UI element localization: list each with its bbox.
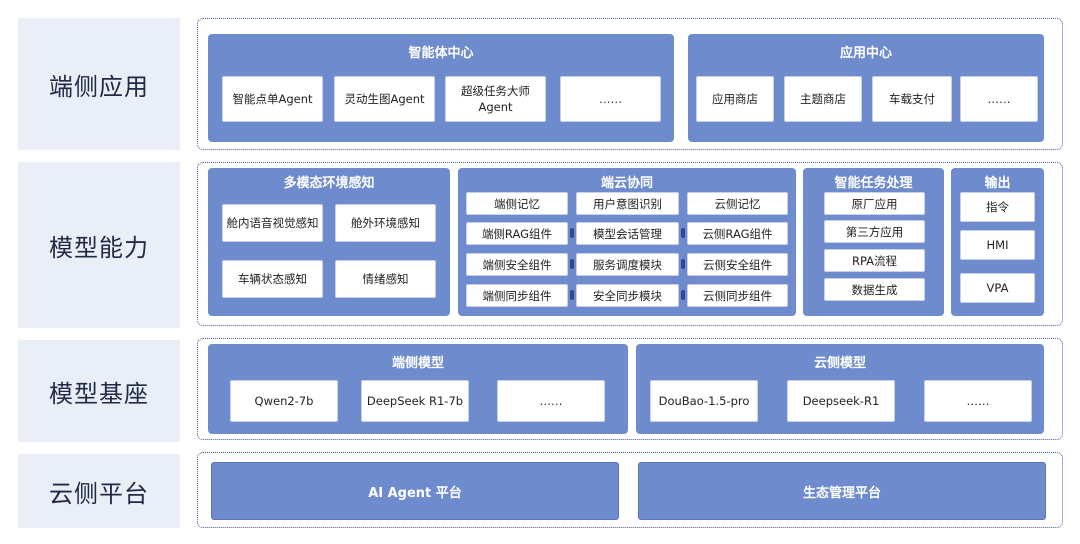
connector-right-2 — [681, 259, 685, 269]
output-title: 输出 — [984, 176, 1011, 191]
model-card-edge-more: …… — [497, 380, 605, 422]
edge-cloud-title: 端云协同 — [600, 176, 653, 191]
ai-agent-platform: AI Agent 平台 — [211, 462, 619, 520]
connector-right-3 — [681, 290, 685, 300]
cloud-model-title: 云侧模型 — [813, 356, 866, 371]
agent-center-title: 智能体中心 — [408, 46, 474, 61]
edge-sync: 端侧同步组件 — [466, 284, 568, 307]
cloud-security: 云侧安全组件 — [687, 253, 788, 276]
agent-card-image-gen: 灵动生图Agent — [334, 76, 435, 122]
edge-rag: 端侧RAG组件 — [466, 222, 568, 245]
perception-title: 多模态环境感知 — [283, 176, 375, 191]
output-card-command: 指令 — [960, 192, 1035, 222]
agent-card-order: 智能点单Agent — [222, 76, 323, 122]
cloud-sync: 云侧同步组件 — [687, 284, 788, 307]
layer-label-cloud-platform: 云侧平台 — [18, 454, 180, 528]
connector-right-1 — [681, 228, 685, 238]
agent-card-task-master: 超级任务大师 Agent — [445, 76, 546, 122]
perception-card-emotion: 情绪感知 — [335, 260, 436, 298]
cloud-rag: 云侧RAG组件 — [687, 222, 788, 245]
connector-left-3 — [570, 290, 574, 300]
task-title: 智能任务处理 — [834, 176, 913, 191]
edge-model-title: 端侧模型 — [391, 356, 444, 371]
output-card-hmi: HMI — [960, 230, 1035, 260]
perception-card-cabin: 舱内语音视觉感知 — [222, 204, 323, 242]
layer-label-edge-app: 端侧应用 — [18, 18, 180, 150]
security-sync: 安全同步模块 — [576, 284, 679, 307]
session-management: 模型会话管理 — [576, 222, 679, 245]
connector-left-2 — [570, 259, 574, 269]
app-card-theme: 主题商店 — [784, 76, 862, 122]
output-card-vpa: VPA — [960, 273, 1035, 303]
connector-left-1 — [570, 228, 574, 238]
app-card-more: …… — [960, 76, 1038, 122]
service-scheduling: 服务调度模块 — [576, 253, 679, 276]
task-card-oem: 原厂应用 — [824, 192, 925, 215]
app-center-title: 应用中心 — [839, 46, 892, 61]
task-card-data-gen: 数据生成 — [824, 278, 925, 301]
model-card-qwen: Qwen2-7b — [230, 380, 338, 422]
model-card-deepseek-7b: DeepSeek R1-7b — [361, 380, 469, 422]
perception-card-vehicle: 车辆状态感知 — [222, 260, 323, 298]
model-card-cloud-more: …… — [924, 380, 1032, 422]
model-card-doubao: DouBao-1.5-pro — [650, 380, 758, 422]
perception-card-outside: 舱外环境感知 — [335, 204, 436, 242]
app-card-store: 应用商店 — [696, 76, 774, 122]
edge-memory: 端侧记忆 — [466, 192, 568, 215]
agent-card-more: …… — [560, 76, 661, 122]
ecosystem-platform: 生态管理平台 — [638, 462, 1046, 520]
task-card-rpa: RPA流程 — [824, 249, 925, 272]
layer-label-model-capability: 模型能力 — [18, 162, 180, 328]
task-card-third-party: 第三方应用 — [824, 220, 925, 243]
app-card-payment: 车载支付 — [872, 76, 952, 122]
cloud-memory: 云侧记忆 — [687, 192, 788, 215]
model-card-deepseek-r1: Deepseek-R1 — [787, 380, 895, 422]
intent-recognition: 用户意图识别 — [576, 192, 679, 215]
edge-security: 端侧安全组件 — [466, 253, 568, 276]
layer-label-model-base: 模型基座 — [18, 340, 180, 442]
